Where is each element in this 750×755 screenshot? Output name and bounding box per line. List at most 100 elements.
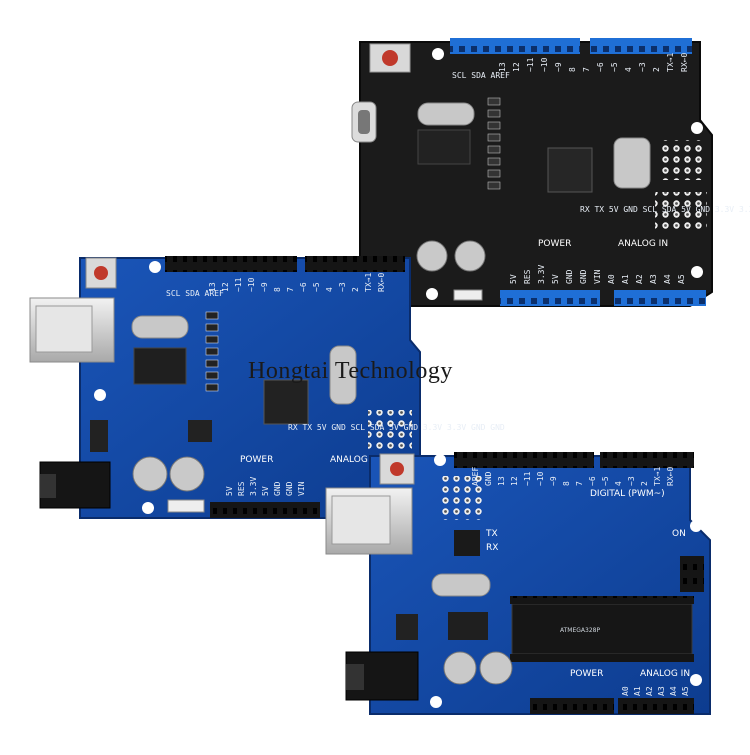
- pin-label: 8: [562, 481, 571, 486]
- black-board-header-top-right: [590, 38, 692, 54]
- pin-label: ~11: [523, 471, 532, 486]
- pin-label: 12: [510, 476, 519, 486]
- ch340-crystal: [131, 315, 189, 339]
- pin-label: 4: [624, 67, 633, 72]
- pin-label: A1: [633, 686, 642, 696]
- ch340-header-top-left: [165, 256, 297, 272]
- pin-label: ~10: [536, 471, 545, 486]
- pin-label: GND: [484, 471, 493, 486]
- pin-label: RX←0: [680, 53, 689, 72]
- reset-button: [382, 50, 398, 66]
- ch340-resonator: [329, 345, 357, 405]
- pin-label: TX→1: [653, 467, 662, 486]
- black-board-header-top-left: [450, 38, 580, 54]
- capacitor-1: [416, 240, 448, 272]
- uno-power-label: POWER: [570, 669, 603, 679]
- pin-label: ~11: [526, 57, 535, 72]
- pin-label: ~3: [338, 282, 347, 292]
- pin-label: ~6: [299, 282, 308, 292]
- pin-label: 5V: [225, 486, 234, 496]
- pin-label: TX→1: [364, 273, 373, 292]
- pin-label: 4: [614, 481, 623, 486]
- pin-label: ~10: [540, 57, 549, 72]
- pin-label: GND: [273, 481, 282, 496]
- pin-label: A2: [635, 274, 644, 284]
- uno-crystal: [431, 573, 491, 597]
- pin-label: A5: [677, 274, 686, 284]
- pin-label: ~10: [247, 277, 256, 292]
- ch340-mcu: [263, 379, 309, 425]
- pin-label: ~9: [554, 62, 563, 72]
- pin-label: 2: [652, 67, 661, 72]
- uno-tx-label: TX: [485, 529, 498, 539]
- resonator: [613, 137, 651, 189]
- usb-serial-chip: [417, 129, 471, 165]
- uno-rx-label: RX: [486, 543, 498, 553]
- pin-label: ~9: [549, 476, 558, 486]
- pin-label: TX→1: [666, 53, 675, 72]
- capacitor-2: [454, 240, 486, 272]
- pin-label: ~11: [234, 277, 243, 292]
- pin-label: 3.3V: [249, 477, 258, 496]
- ch340-icsp-labels: RX TX 5V GND SCL SDA 5V GND 3.3V 3.3V GN…: [288, 423, 505, 432]
- pin-label: RES: [523, 269, 532, 284]
- pin-label: RES: [237, 481, 246, 496]
- atmega-dip-chip: [511, 603, 693, 655]
- ch340-scl-sda-label: SCL SDA AREF: [166, 289, 224, 298]
- pin-label: A4: [663, 274, 672, 284]
- ch340-header-top-right: [305, 256, 405, 272]
- pin-label: ~5: [312, 282, 321, 292]
- pin-label: A3: [657, 686, 666, 696]
- pin-label: 2: [640, 481, 649, 486]
- pin-label: ~3: [627, 476, 636, 486]
- black-board-power-label: POWER: [538, 239, 571, 249]
- pin-label: A3: [649, 274, 658, 284]
- pin-label: RX←0: [377, 273, 386, 292]
- pin-label: GND: [565, 269, 574, 284]
- uno-digital-label: DIGITAL (PWM~): [590, 489, 665, 499]
- pin-label: 7: [582, 67, 591, 72]
- uno-reset-button: [390, 462, 404, 476]
- pin-label: A4: [669, 686, 678, 696]
- pin-label: ~5: [601, 476, 610, 486]
- black-board-analog-label: ANALOG IN: [618, 239, 668, 249]
- mcu-chip: [547, 147, 593, 193]
- pin-label: A0: [607, 274, 616, 284]
- pin-label: 5V: [261, 486, 270, 496]
- pin-label: 2: [351, 287, 360, 292]
- pin-label: GND: [285, 481, 294, 496]
- ch340-analog-label: ANALOG: [330, 455, 368, 465]
- pin-label: 7: [575, 481, 584, 486]
- pin-label: 3.3V: [537, 265, 546, 284]
- pin-label: 12: [221, 282, 230, 292]
- black-board-icsp-labels: RX TX 5V GND SCL SDA 5V GND 3.3V 3.3V GN…: [580, 205, 750, 214]
- crystal-oscillator: [417, 102, 475, 126]
- uno-header-top-left: [454, 452, 594, 468]
- atmega-chip-label: ATMEGA328P: [560, 627, 600, 634]
- pin-label: GND: [579, 269, 588, 284]
- pin-label: 4: [325, 287, 334, 292]
- uno-header-top-right: [600, 452, 694, 468]
- uno-analog-label: ANALOG IN: [640, 669, 690, 679]
- pin-label: ~6: [596, 62, 605, 72]
- pin-label: 13: [498, 62, 507, 72]
- pin-label: 13: [497, 476, 506, 486]
- uno-dc-barrel-jack: [345, 651, 419, 701]
- pin-label: 7: [286, 287, 295, 292]
- pin-label: ~5: [610, 62, 619, 72]
- pin-label: A2: [645, 686, 654, 696]
- pin-label: A5: [681, 686, 690, 696]
- pin-label: 12: [512, 62, 521, 72]
- pin-label: ~6: [588, 476, 597, 486]
- black-board-scl-sda-label: SCL SDA AREF: [452, 71, 510, 80]
- ch340-power-label: POWER: [240, 455, 273, 465]
- pin-label: A0: [621, 686, 630, 696]
